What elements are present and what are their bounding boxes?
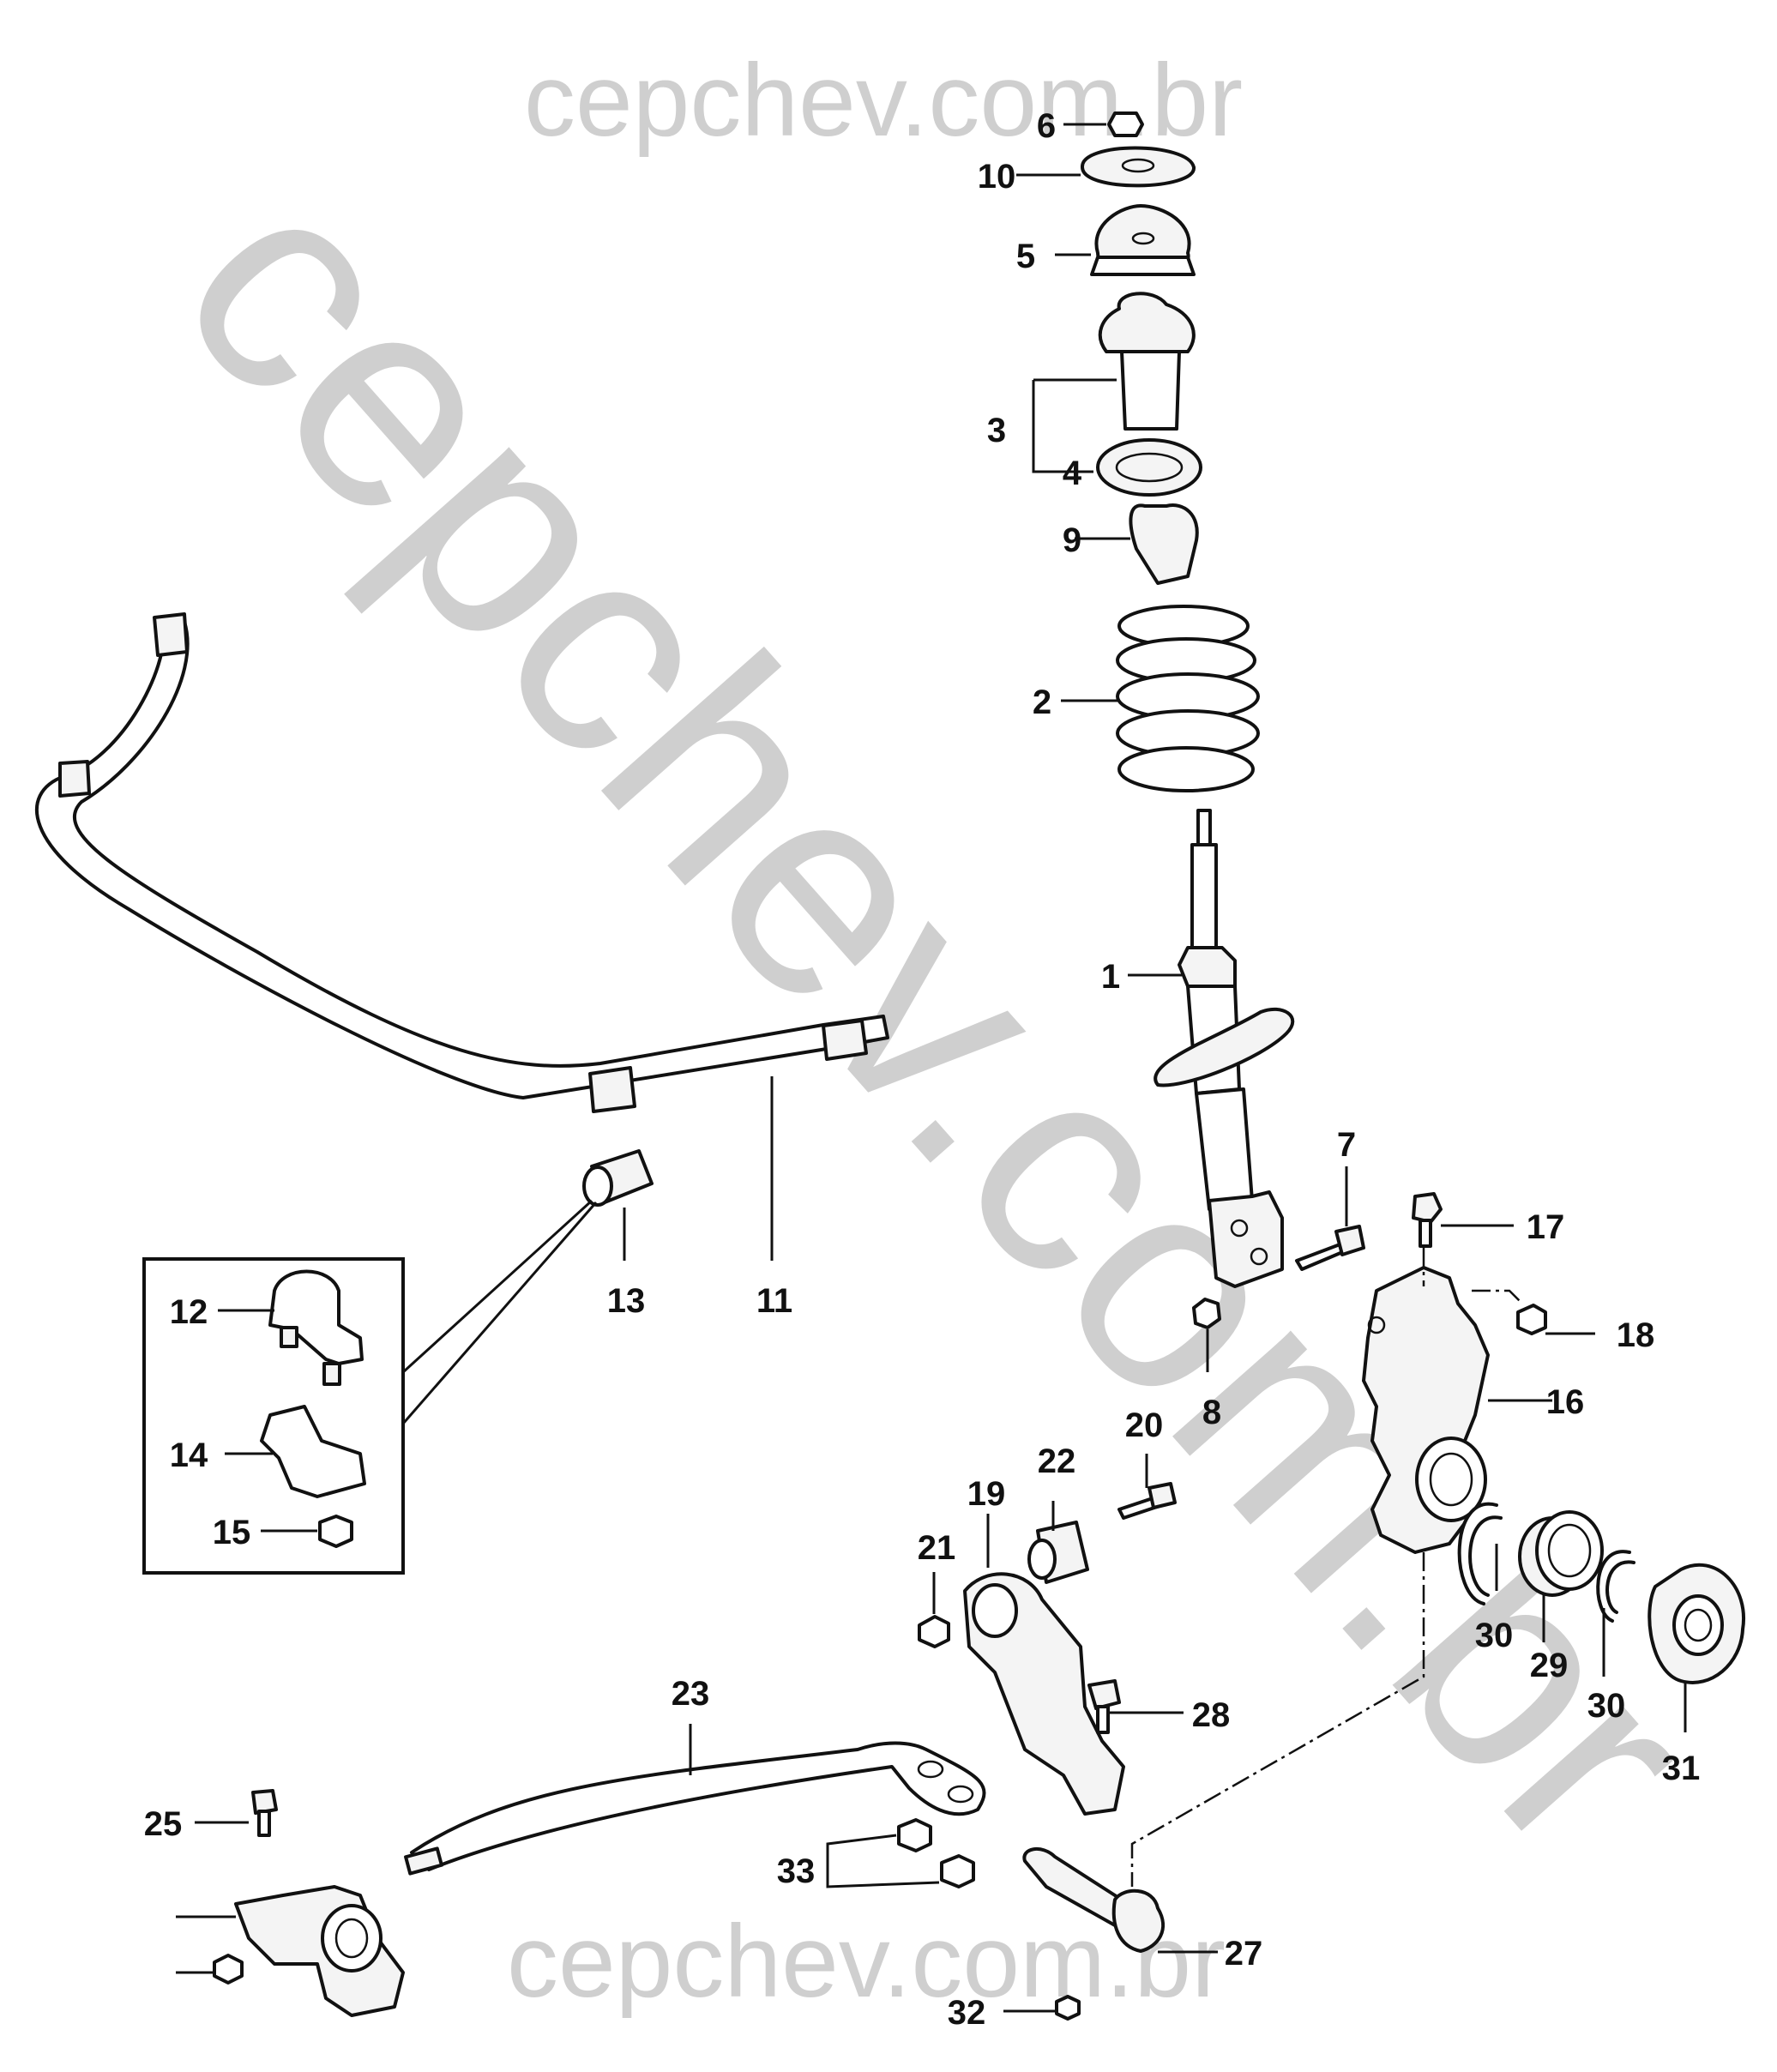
- upper-washer: [1080, 146, 1196, 188]
- callout-7: 7: [1337, 1126, 1356, 1164]
- leader-13-inset-a: [401, 1199, 593, 1374]
- knuckle-nut: [1516, 1304, 1547, 1335]
- callout-1: 1: [1101, 958, 1120, 996]
- arm-bushing: [1027, 1521, 1089, 1584]
- callout-11: 11: [756, 1282, 792, 1320]
- clamp-bracket: [260, 1405, 366, 1498]
- mounting-bracket: [234, 1885, 405, 2017]
- callout-30b: 30: [1587, 1687, 1626, 1725]
- strut-nut: [1192, 1298, 1221, 1329]
- nut-33-upper: [897, 1818, 932, 1852]
- callout-20: 20: [1125, 1406, 1164, 1444]
- stabilizer-bar: [35, 612, 889, 1113]
- callout-12: 12: [170, 1293, 208, 1331]
- strut-assembly: [1154, 809, 1295, 1288]
- watermark-bottom: cepchev.com.br: [507, 1904, 1226, 2019]
- callout-3: 3: [987, 412, 1006, 449]
- strut-bearing-and-bump: [1098, 292, 1196, 431]
- control-arm: [963, 1572, 1125, 1816]
- nut-32: [1055, 1995, 1081, 2021]
- callout-15: 15: [213, 1514, 251, 1551]
- callout-8: 8: [1202, 1394, 1221, 1431]
- callout-2: 2: [1033, 684, 1051, 721]
- strut-mount: [1090, 204, 1196, 276]
- arm-nut: [918, 1615, 950, 1648]
- knuckle-bolt: [1412, 1192, 1443, 1248]
- callout-21: 21: [918, 1529, 956, 1567]
- callout-32: 32: [948, 1994, 986, 2032]
- snap-ring-outer: [1596, 1550, 1635, 1623]
- arm-rear-bolt: [1087, 1679, 1121, 1734]
- bracket-nut: [213, 1954, 244, 1985]
- spring-seat: [1096, 438, 1202, 497]
- tie-rod: [404, 1741, 986, 1876]
- ball-joint-axis: [1130, 1552, 1425, 1887]
- strut-bolt: [1295, 1225, 1365, 1271]
- bushing-clamp: [268, 1269, 364, 1386]
- detail-inset: [142, 1257, 405, 1575]
- callout-16: 16: [1546, 1383, 1585, 1421]
- coil-spring: [1116, 605, 1260, 792]
- callout-4: 4: [1063, 455, 1082, 492]
- nut-33-lower: [940, 1854, 975, 1888]
- arm-bolt: [1117, 1482, 1177, 1520]
- callout-14: 14: [170, 1437, 208, 1474]
- callout-18: 18: [1617, 1316, 1655, 1354]
- leader-lines: [176, 123, 1687, 2013]
- callout-13: 13: [607, 1282, 646, 1320]
- callout-29: 29: [1530, 1647, 1569, 1684]
- knuckle-bolt-axis: [1422, 1248, 1523, 1304]
- callout-10: 10: [978, 158, 1016, 196]
- callout-33: 33: [777, 1852, 816, 1890]
- callout-6: 6: [1037, 107, 1056, 145]
- watermark-top: cepchev.com.br: [524, 43, 1243, 158]
- callout-30a: 30: [1475, 1617, 1514, 1654]
- inset-nut: [318, 1515, 353, 1548]
- callout-9: 9: [1063, 521, 1081, 559]
- callout-25: 25: [144, 1805, 183, 1843]
- stabilizer-bushing: [582, 1149, 654, 1207]
- snap-ring-inner: [1457, 1502, 1503, 1605]
- callout-31: 31: [1662, 1750, 1701, 1787]
- callout-27: 27: [1225, 1935, 1263, 1973]
- bracket-bolt: [251, 1789, 278, 1837]
- callout-19: 19: [967, 1475, 1006, 1513]
- ball-joint: [1111, 1888, 1165, 1953]
- top-nut: [1107, 111, 1144, 137]
- callout-17: 17: [1527, 1208, 1565, 1246]
- callout-22: 22: [1038, 1443, 1076, 1480]
- bump-stop: [1129, 503, 1199, 585]
- wheel-bearing: [1518, 1510, 1604, 1597]
- leader-13-inset-b: [401, 1202, 598, 1424]
- callout-5: 5: [1016, 238, 1035, 275]
- callout-23: 23: [672, 1675, 710, 1713]
- callout-labels: 6 10 5 3 4 9 2 1 7 17 18 8 16 20 22 19 2…: [144, 107, 1701, 2032]
- wheel-hub: [1647, 1563, 1746, 1684]
- steering-knuckle: [1362, 1266, 1490, 1554]
- callout-28: 28: [1192, 1696, 1231, 1734]
